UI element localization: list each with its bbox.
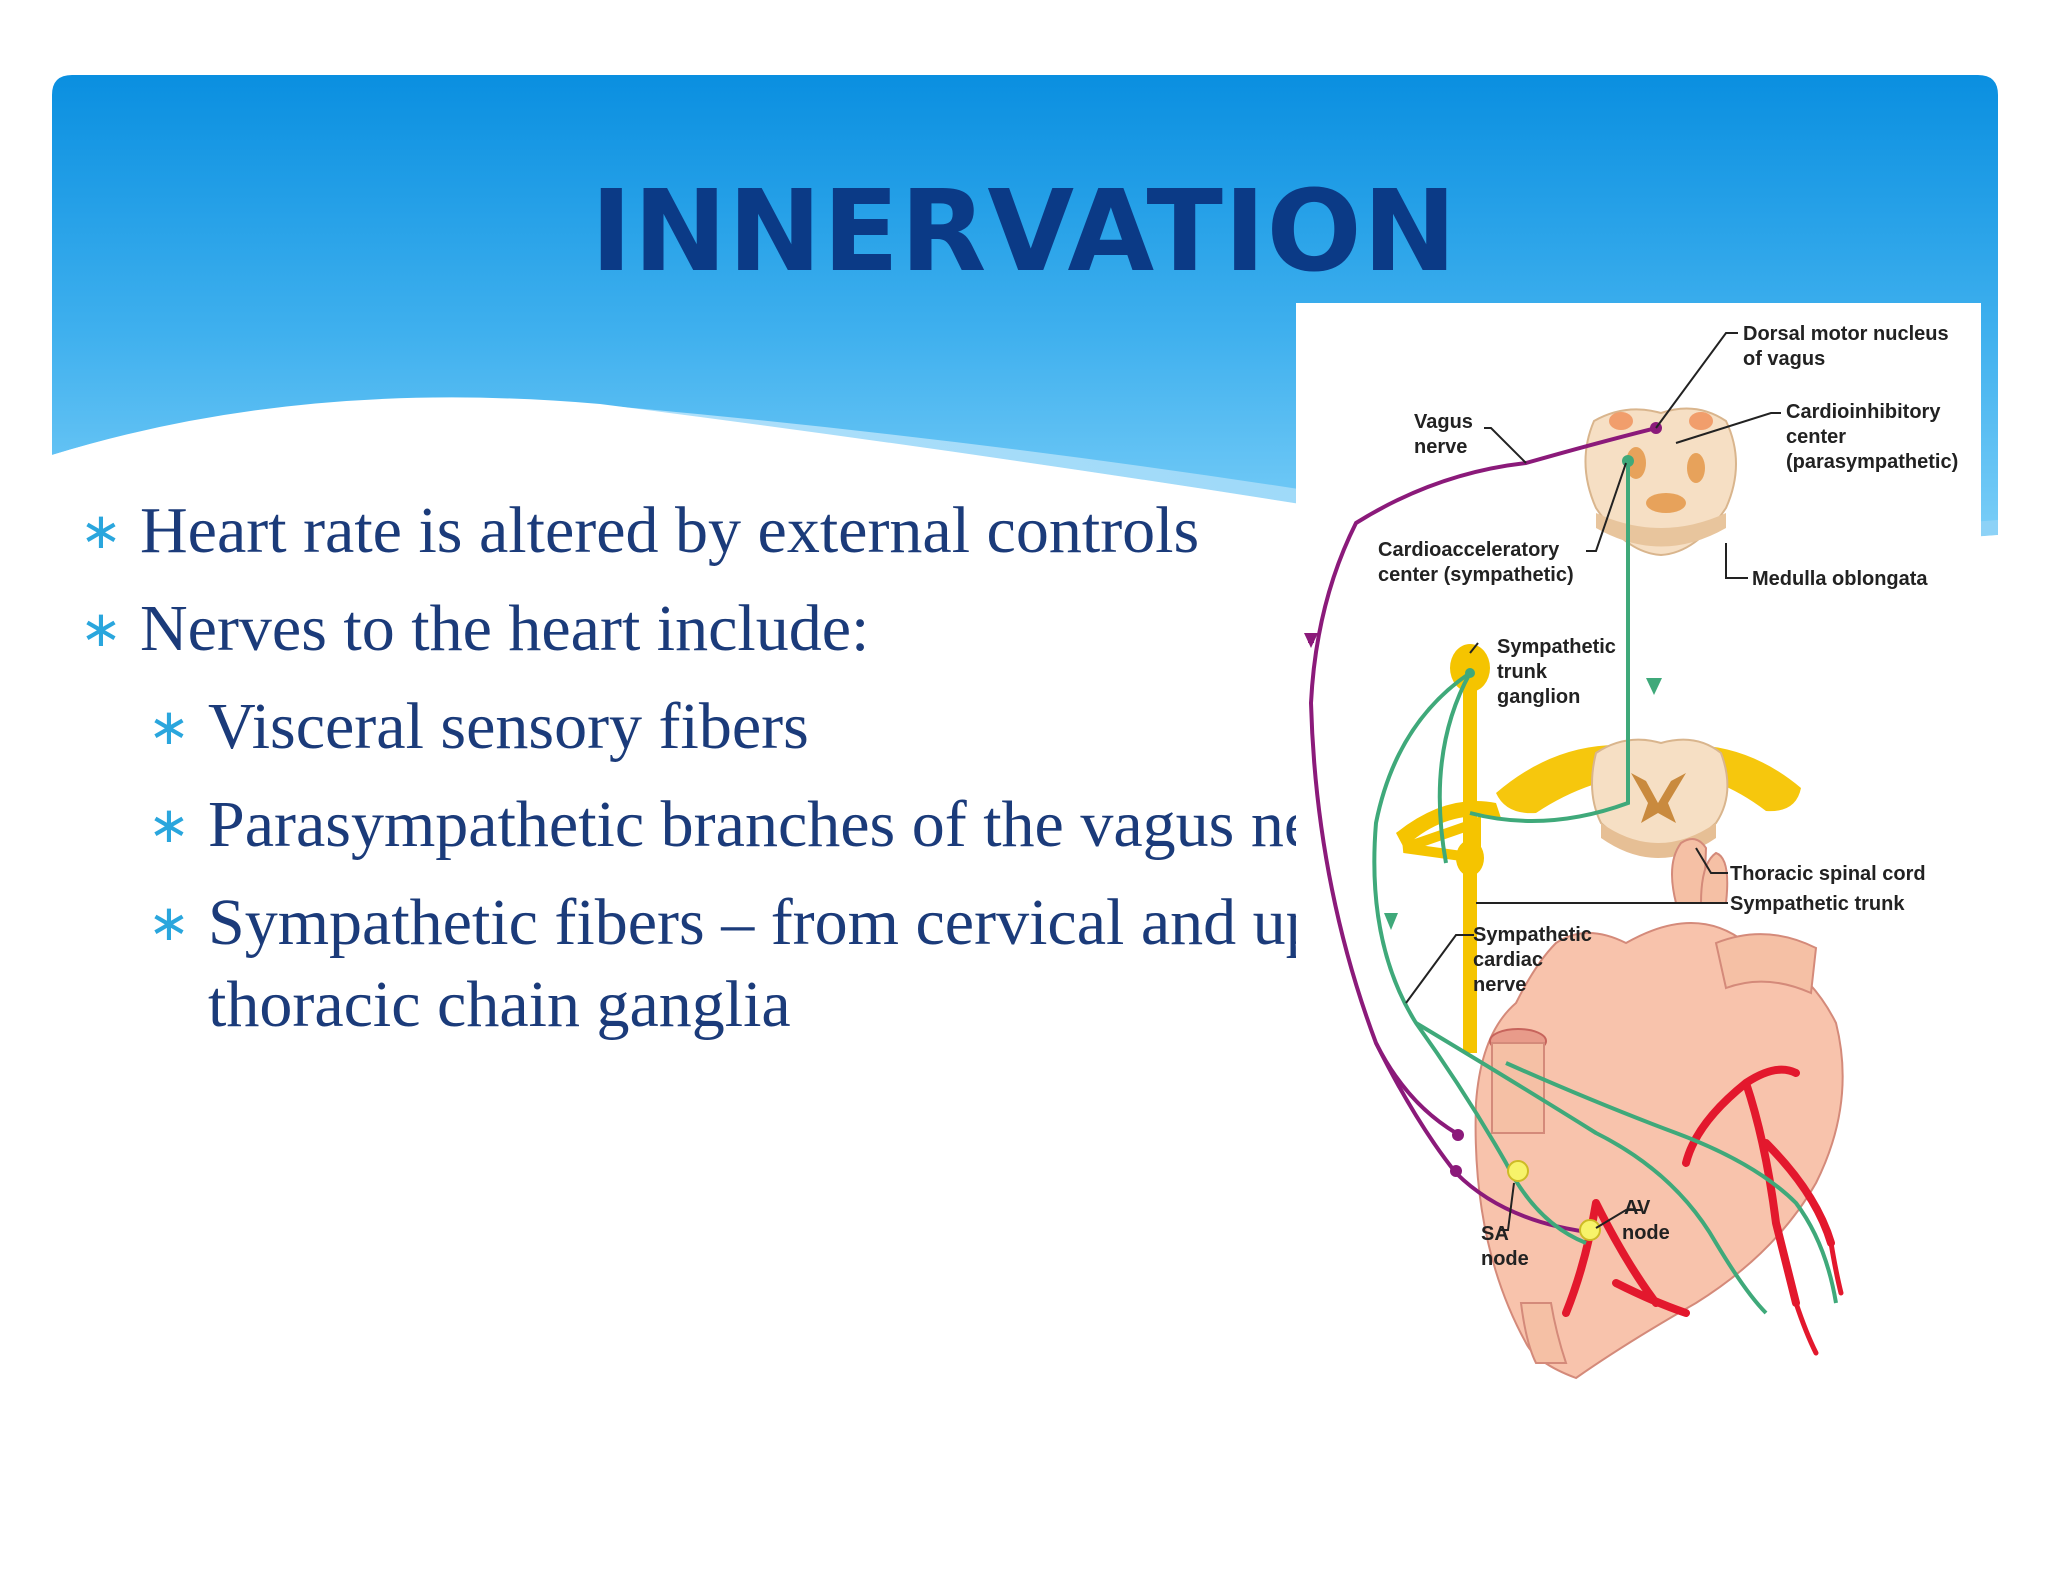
vagus-synapse-dot — [1452, 1129, 1464, 1141]
asterisk-bullet-icon: ∗ — [80, 600, 122, 658]
bullet-text: Nerves to the heart include: — [140, 592, 870, 665]
asterisk-bullet-icon: ∗ — [148, 796, 190, 854]
label-cardioinhibitory-line2: center — [1786, 426, 1846, 448]
bullet-text: Sympathetic fibers – from cervical and u… — [208, 886, 1403, 1041]
sympathetic-ganglion-dot — [1465, 668, 1475, 678]
label-vagus-nerve: Vagus — [1414, 411, 1473, 433]
label-vagus-nerve-line2: nerve — [1414, 436, 1467, 458]
label-sympathetic-cardiac-nerve-line2: cardiac — [1473, 949, 1543, 971]
heart-illustration — [1474, 838, 1844, 1380]
diagram-labels: Dorsal motor nucleus of vagus Vagus nerv… — [1378, 323, 1958, 1270]
sympathetic-arrow-icon — [1384, 913, 1398, 930]
heart-innervation-diagram: Dorsal motor nucleus of vagus Vagus nerv… — [1296, 303, 1981, 1443]
label-sa-node: SA — [1481, 1223, 1509, 1245]
sub-bullet-item: ∗ Visceral sensory fibers — [80, 686, 1280, 768]
label-dorsal-motor-nucleus-line2: of vagus — [1743, 348, 1825, 370]
label-sympathetic-trunk: Sympathetic trunk — [1730, 893, 1905, 915]
asterisk-bullet-icon: ∗ — [148, 894, 190, 952]
label-cardioacceleratory-line2: center (sympathetic) — [1378, 564, 1574, 586]
label-sympathetic-trunk-ganglion: Sympathetic — [1497, 636, 1616, 658]
label-sympathetic-trunk-ganglion-line3: ganglion — [1497, 686, 1580, 708]
bullet-text: Parasympathetic branches of the vagus ne… — [208, 788, 1398, 861]
label-dorsal-motor-nucleus: Dorsal motor nucleus — [1743, 323, 1949, 345]
sub-bullet-item: ∗ Parasympathetic branches of the vagus … — [80, 784, 1408, 866]
bullet-item: ∗ Nerves to the heart include: — [80, 588, 1280, 670]
label-av-node-line2: node — [1622, 1222, 1670, 1244]
bullet-text: Visceral sensory fibers — [208, 690, 809, 763]
vagus-arrow-icon — [1304, 633, 1318, 648]
asterisk-bullet-icon: ∗ — [80, 502, 122, 560]
bullet-item: ∗ Heart rate is altered by external cont… — [80, 490, 1280, 572]
label-leader-lines — [1405, 332, 1781, 1231]
sympathetic-arrow-icon — [1646, 678, 1662, 695]
bullet-list: ∗ Heart rate is altered by external cont… — [80, 490, 1403, 1062]
label-sympathetic-trunk-ganglion-line2: trunk — [1497, 661, 1548, 683]
cardioacceleratory-center-dot — [1622, 455, 1634, 467]
label-sa-node-line2: node — [1481, 1248, 1529, 1270]
av-node-icon — [1579, 1219, 1601, 1241]
label-cardioacceleratory: Cardioacceleratory — [1378, 539, 1560, 561]
medulla-oblongata-illustration — [1584, 407, 1737, 557]
vagus-synapse-dot — [1450, 1165, 1462, 1177]
label-cardioinhibitory: Cardioinhibitory — [1786, 401, 1941, 423]
slide-title: INNERVATION — [590, 167, 1458, 297]
sub-bullet-item: ∗ Sympathetic fibers – from cervical and… — [80, 882, 1408, 1046]
bullet-text: Heart rate is altered by external contro… — [140, 494, 1200, 567]
label-thoracic-spinal-cord: Thoracic spinal cord — [1730, 863, 1926, 885]
label-cardioinhibitory-line3: (parasympathetic) — [1786, 451, 1958, 473]
label-sympathetic-cardiac-nerve: Sympathetic — [1473, 924, 1592, 946]
asterisk-bullet-icon: ∗ — [148, 698, 190, 756]
label-sympathetic-cardiac-nerve-line3: nerve — [1473, 974, 1526, 996]
label-av-node: AV — [1624, 1197, 1651, 1219]
sa-node-icon — [1507, 1160, 1529, 1182]
label-medulla-oblongata: Medulla oblongata — [1752, 568, 1928, 590]
